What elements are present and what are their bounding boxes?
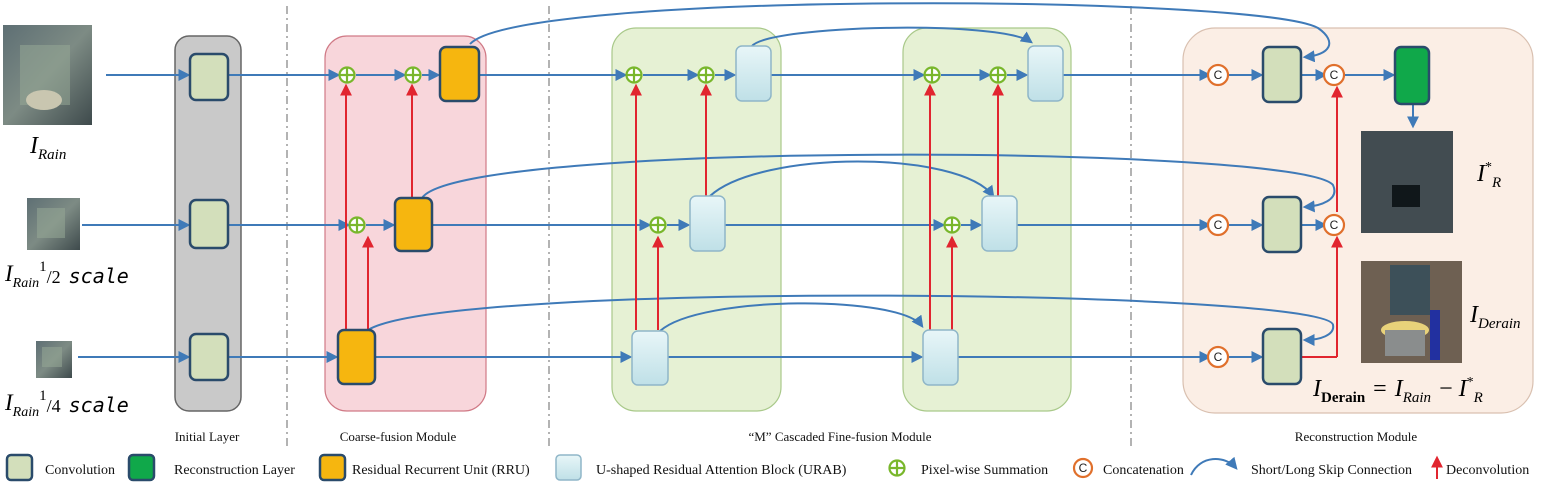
rru-block (438, 45, 481, 103)
derained-image (1361, 261, 1462, 363)
conv-block (1261, 327, 1303, 386)
svg-text:C: C (1330, 218, 1339, 232)
legend-conv-label: Convolution (45, 463, 115, 478)
deconvolution-arrows (340, 83, 1343, 358)
reconstruction-layer-block (1393, 45, 1431, 106)
input-image-full (3, 25, 92, 125)
svg-text:C: C (1214, 68, 1223, 82)
input-image-half (27, 198, 80, 250)
label-i-derain: IDerain (1469, 302, 1521, 332)
skip-connections (367, 2, 1336, 346)
svg-text:C: C (1330, 68, 1339, 82)
caption-coarse-fusion: Coarse-fusion Module (340, 429, 457, 444)
legend-rru-swatch (318, 453, 347, 482)
legend-deconv-label: Deconvolution (1446, 463, 1529, 478)
forward-connections (78, 69, 1419, 363)
input-image-quarter (36, 341, 72, 378)
conv-block (188, 52, 230, 102)
caption-initial-layer: Initial Layer (175, 429, 240, 444)
legend-skip-label: Short/Long Skip Connection (1251, 463, 1412, 478)
conv-block (188, 332, 230, 382)
svg-text:C: C (1214, 350, 1223, 364)
legend-sum-label: Pixel-wise Summation (921, 463, 1048, 478)
conv-block (1261, 195, 1303, 254)
legend-sum-icon (888, 459, 906, 477)
rru-block (393, 196, 434, 253)
label-i-rain: IRain (29, 133, 66, 163)
reconstruction-panel (1182, 27, 1534, 414)
legend-skip-icon (1190, 456, 1238, 476)
legend-concat-icon (1072, 457, 1094, 479)
label-i-r-star: I*R (1476, 160, 1501, 191)
legend-urab-label: U-shaped Residual Attention Block (URAB) (596, 463, 847, 478)
legend: Convolution Reconstruction Layer Residua… (5, 453, 1529, 482)
legend-recon-swatch (127, 453, 156, 482)
legend-recon-label: Reconstruction Layer (174, 463, 295, 478)
concat-nodes: C C C C C (1206, 63, 1346, 369)
legend-rru-label: Residual Recurrent Unit (RRU) (352, 463, 530, 478)
conv-block (1261, 45, 1303, 104)
module-separators (286, 6, 1132, 450)
caption-reconstruction: Reconstruction Module (1295, 429, 1418, 444)
legend-concat-label: Concatenation (1103, 463, 1184, 478)
legend-urab-swatch (555, 454, 582, 481)
residual-image (1361, 131, 1453, 233)
urab-blocks (631, 45, 1064, 386)
svg-text:C: C (1214, 218, 1223, 232)
rru-block (336, 328, 377, 386)
conv-block (188, 198, 230, 250)
legend-conv-swatch (5, 453, 34, 482)
derain-equation: IDerain=IRain−I*R (1312, 375, 1483, 406)
svg-text:C: C (1079, 461, 1088, 475)
caption-fine-fusion: “M” Cascaded Fine-fusion Module (748, 429, 931, 444)
